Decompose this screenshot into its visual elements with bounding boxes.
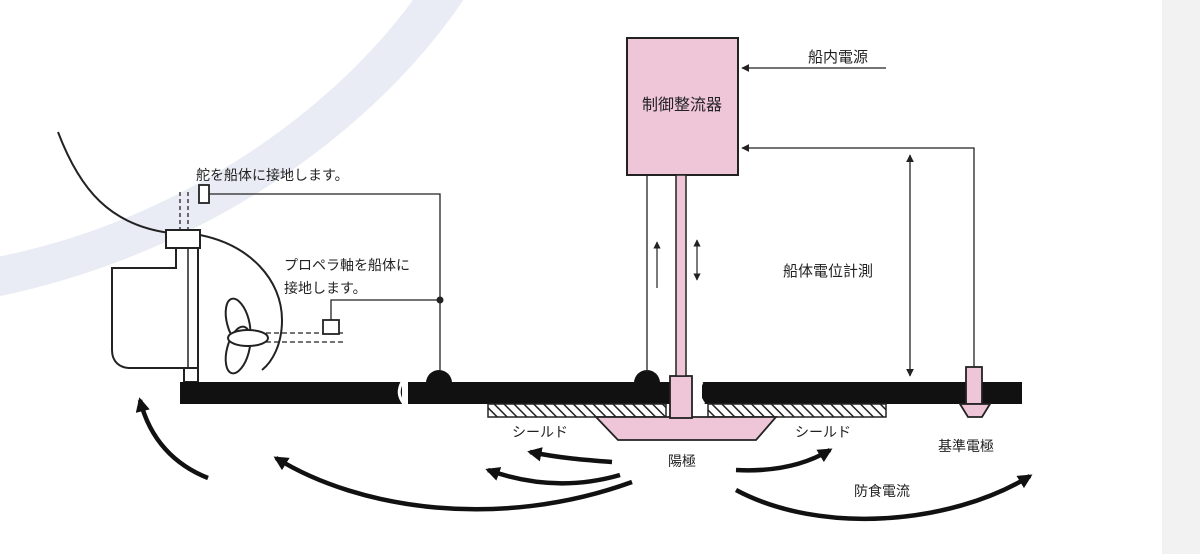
- propeller-ground-label-line1: プロペラ軸を船体に: [284, 258, 410, 274]
- hull-gap-right: [697, 381, 706, 405]
- anode-label: 陽極: [668, 454, 696, 470]
- current-arrow-5: [735, 448, 833, 473]
- stern-outline: [57, 131, 171, 234]
- rudder-bottom-bearing: [183, 367, 199, 383]
- rudder-ground-label: 舵を船体に接地します。: [196, 167, 349, 184]
- current-arrow-1: [135, 397, 209, 481]
- rudder-ground-wire: [209, 193, 441, 300]
- anticorrosion-current-label: 防食電流: [854, 483, 910, 500]
- shield-left-plate: [487, 403, 667, 418]
- hull-potential-label: 船体電位計測: [783, 262, 873, 280]
- potential-measure-line: [741, 144, 975, 367]
- current-arrow-6: [734, 474, 1033, 522]
- rudder: [111, 247, 199, 369]
- ship-power-label: 船内電源: [808, 48, 868, 66]
- hull-plate-center: [408, 382, 670, 404]
- rudder-ground-brush: [198, 184, 210, 204]
- protective-current-arrows: [135, 397, 1033, 522]
- propeller-ground-brush: [322, 319, 340, 335]
- shield-right-label: シールド: [795, 425, 851, 441]
- ground-terminal-center: [634, 370, 660, 383]
- reference-electrode-label: 基準電極: [938, 438, 994, 455]
- hull-gap-left: [397, 381, 406, 405]
- ground-terminal-left: [426, 370, 452, 383]
- shield-left-label: シールド: [512, 425, 568, 441]
- propeller-ground-label-line2: 接地します。: [284, 280, 367, 297]
- propeller: [224, 297, 269, 375]
- hull-plate-left: [180, 382, 402, 404]
- reference-electrode-tip: [958, 403, 992, 418]
- current-arrow-4: [527, 447, 613, 465]
- reference-electrode-body: [965, 366, 983, 405]
- current-arrow-2: [273, 456, 633, 512]
- stern-curve: [199, 234, 284, 371]
- anode-mount: [669, 375, 693, 419]
- anode-body: [593, 416, 778, 441]
- wire-junction-dot: [436, 296, 444, 304]
- rudder-stock-top: [165, 229, 201, 249]
- propeller-ground-wire: [330, 299, 441, 370]
- right-band: [1162, 0, 1200, 554]
- anode-cable: [675, 174, 687, 377]
- background-swoosh: [0, 0, 464, 297]
- shield-right-plate: [707, 403, 887, 418]
- control-rectifier-label: 制御整流器: [642, 95, 722, 114]
- current-arrow-3: [485, 467, 621, 486]
- hull-plate-right: [702, 382, 1022, 404]
- control-rectifier-box: [626, 37, 739, 176]
